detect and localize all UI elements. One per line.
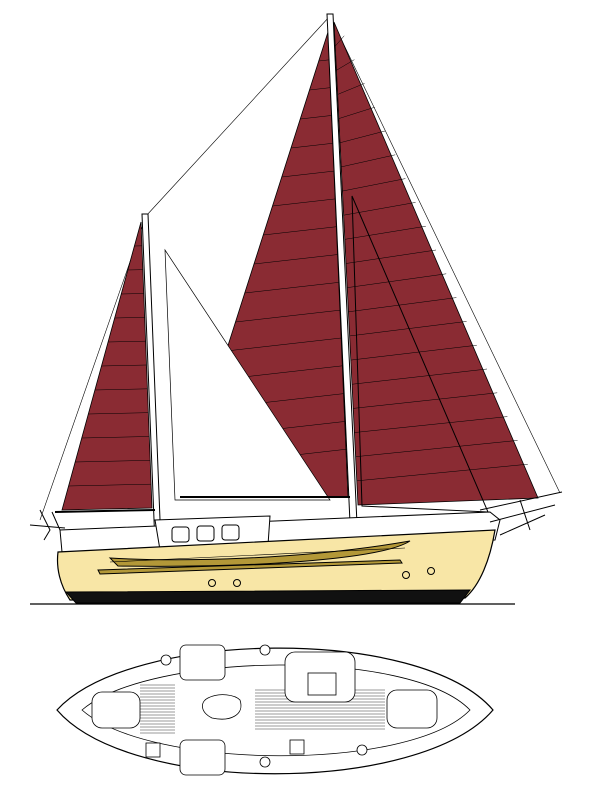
stern-pushpit: [29, 509, 66, 541]
window: [196, 525, 215, 542]
rubbing-strake-line: [109, 547, 406, 563]
sail-seam: [350, 344, 477, 361]
sail-seam: [235, 309, 341, 323]
sail-seam: [318, 59, 330, 62]
sail-seam: [88, 412, 149, 415]
porthole: [233, 579, 241, 587]
window: [221, 524, 240, 541]
sail-seam: [349, 321, 467, 337]
sail-seam: [81, 436, 150, 439]
mizzen-staysail: [164, 248, 331, 501]
sail-seam: [354, 416, 508, 433]
aft-berth: [91, 691, 141, 729]
sail-seam: [101, 364, 147, 367]
sail-seam: [290, 143, 334, 149]
rubbing-strake: [97, 559, 403, 575]
sail-seam: [300, 115, 332, 120]
sail-seam: [338, 106, 375, 119]
bowsprit: [479, 491, 563, 536]
sail-seam: [114, 317, 145, 319]
window: [171, 526, 190, 543]
sail-seam: [68, 483, 152, 487]
forward-berth: [386, 689, 438, 729]
sail-plan: [39, 13, 561, 546]
sail-seam: [253, 254, 339, 265]
sail-seam: [108, 340, 146, 343]
accommodation-plan: [56, 644, 494, 776]
deck-outline: [56, 647, 494, 775]
galley-stove: [145, 742, 161, 758]
sail-seam: [347, 273, 447, 288]
dinette-table: [307, 672, 337, 696]
mizzen-boom: [54, 509, 156, 513]
sail-seam: [272, 198, 336, 207]
sail-seam: [356, 463, 528, 482]
saloon-rug: [202, 694, 242, 720]
sail-seam: [337, 83, 365, 95]
porthole: [402, 571, 410, 579]
sail-seam: [281, 170, 335, 178]
quarter-berth: [179, 739, 226, 776]
sail-seam: [342, 178, 406, 192]
sail-seam: [348, 297, 457, 313]
antifouling: [64, 589, 472, 604]
porthole: [208, 579, 216, 587]
sail-seam: [355, 440, 518, 457]
cabin-sole-planking: [140, 684, 385, 734]
sail-seam: [353, 392, 498, 409]
triatic-stay: [145, 15, 331, 217]
staysail: [351, 195, 489, 513]
sail-seam: [345, 249, 437, 264]
head-toilet: [259, 644, 271, 656]
forestay: [329, 15, 561, 494]
sail-seam: [344, 225, 426, 240]
head-toilet: [160, 654, 172, 666]
sail-seam: [343, 202, 416, 216]
sail-seam: [335, 35, 345, 47]
sail-seam: [263, 226, 337, 236]
sail-seam: [244, 282, 340, 294]
sail-seam: [341, 154, 396, 168]
sail-seam: [226, 337, 342, 352]
sail-seam: [336, 59, 355, 71]
galley-stove: [289, 739, 305, 755]
sail-seam: [351, 368, 488, 385]
sail-seam: [75, 460, 151, 463]
sail-seam: [339, 130, 386, 143]
genoa-sail: [333, 21, 539, 506]
porthole: [427, 567, 435, 575]
quarter-berth: [179, 644, 226, 681]
sail-seam: [121, 293, 144, 295]
sail-seam: [94, 388, 148, 391]
head-toilet: [259, 756, 271, 768]
head-toilet: [356, 744, 368, 756]
hull-profile: [29, 491, 563, 605]
sail-seam: [309, 87, 331, 91]
